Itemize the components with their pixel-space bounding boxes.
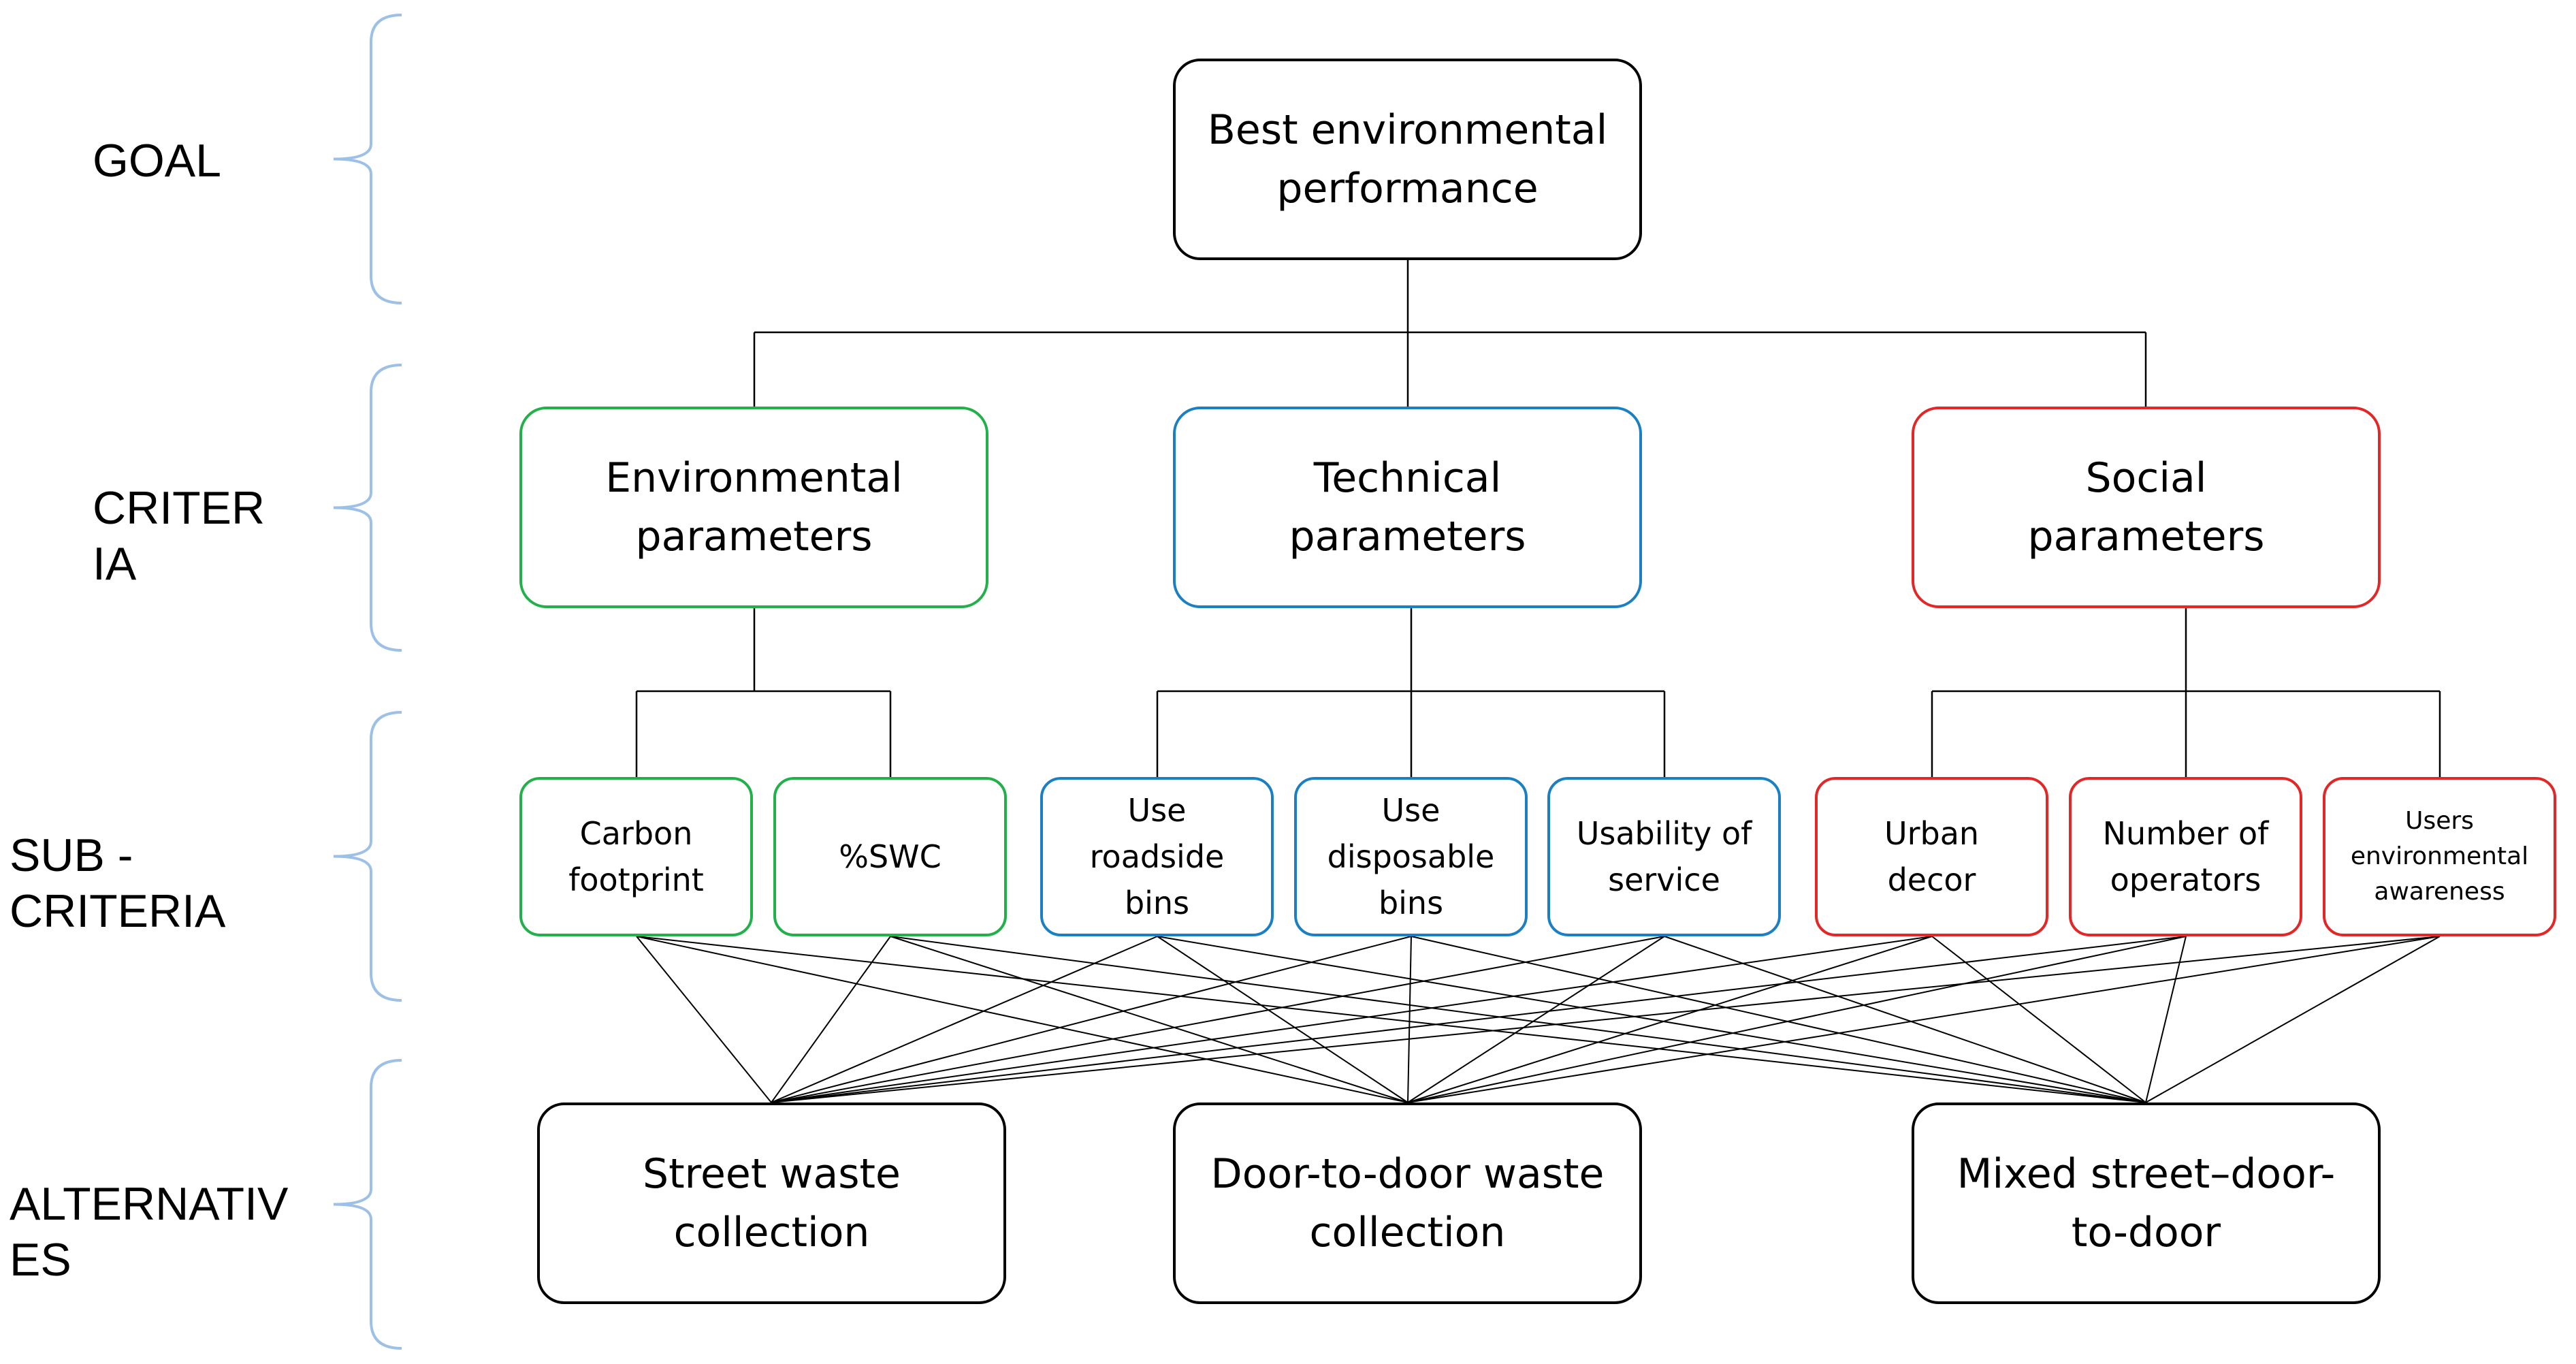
alternative-street-waste: Street waste collection — [537, 1103, 1006, 1304]
goal-node: Best environmental performance — [1173, 59, 1642, 260]
level-brackets — [333, 14, 402, 1350]
bracket-criteria — [333, 364, 402, 652]
subcriterion-usability: Usability of service — [1547, 777, 1781, 936]
sub-to-alt-line-3-0 — [771, 936, 1412, 1103]
level-label-alternatives: ALTERNATIV ES — [10, 1178, 289, 1286]
criterion-social: Social parameters — [1912, 407, 2381, 608]
sub-to-alt-line-4-0 — [771, 936, 1665, 1103]
level-label-goal: GOAL — [93, 135, 221, 187]
sub-to-alt-line-0-0 — [636, 936, 772, 1103]
bracket-subcriteria — [333, 711, 402, 1002]
sub-to-alt-line-2-1 — [1157, 936, 1408, 1103]
sub-to-alt-line-1-0 — [771, 936, 891, 1103]
sub-to-alt-line-1-1 — [890, 936, 1408, 1103]
bracket-alternatives — [333, 1059, 402, 1350]
sub-to-alt-line-3-1 — [1407, 936, 1412, 1103]
sub-to-alt-line-1-2 — [890, 936, 2146, 1103]
subcriterion-roadside-bins: Use roadside bins — [1040, 777, 1274, 936]
alternative-door-to-door: Door-to-door waste collection — [1173, 1103, 1642, 1304]
subcriterion-carbon-footprint: Carbon footprint — [519, 777, 753, 936]
connector-lines — [635, 260, 2441, 1103]
sub-to-alt-line-2-2 — [1157, 936, 2146, 1103]
subcriterion-number-operators: Number of operators — [2069, 777, 2302, 936]
level-label-criteria: CRITER IA — [93, 482, 265, 590]
sub-to-alt-line-0-1 — [636, 936, 1408, 1103]
sub-to-alt-line-7-2 — [2145, 936, 2441, 1103]
sub-to-alt-line-5-0 — [771, 936, 1933, 1103]
sub-to-alt-line-4-1 — [1407, 936, 1665, 1103]
sub-to-alt-line-5-2 — [1931, 936, 2146, 1103]
criterion-environmental: Environmental parameters — [519, 407, 988, 608]
sub-to-alt-line-5-1 — [1407, 936, 1933, 1103]
criterion-technical: Technical parameters — [1173, 407, 1642, 608]
sub-to-alt-line-3-2 — [1411, 936, 2146, 1103]
subcriterion-users-awareness: Users environmental awareness — [2323, 777, 2556, 936]
sub-to-alt-line-0-2 — [636, 936, 2146, 1103]
alternative-mixed: Mixed street–door- to-door — [1912, 1103, 2381, 1304]
sub-to-alt-line-4-2 — [1664, 936, 2146, 1103]
sub-to-alt-line-6-1 — [1407, 936, 2187, 1103]
sub-to-alt-line-6-2 — [2145, 936, 2187, 1103]
sub-to-alt-line-6-0 — [771, 936, 2187, 1103]
subcriterion-swc: %SWC — [773, 777, 1007, 936]
sub-to-alt-line-2-0 — [771, 936, 1158, 1103]
sub-to-alt-line-7-0 — [771, 936, 2441, 1103]
level-label-subcriteria: SUB - CRITERIA — [10, 829, 226, 937]
sub-to-alt-line-7-1 — [1407, 936, 2441, 1103]
subcriterion-disposable-bins: Use disposable bins — [1294, 777, 1528, 936]
subcriterion-urban-decor: Urban decor — [1815, 777, 2048, 936]
bracket-goal — [333, 14, 402, 304]
